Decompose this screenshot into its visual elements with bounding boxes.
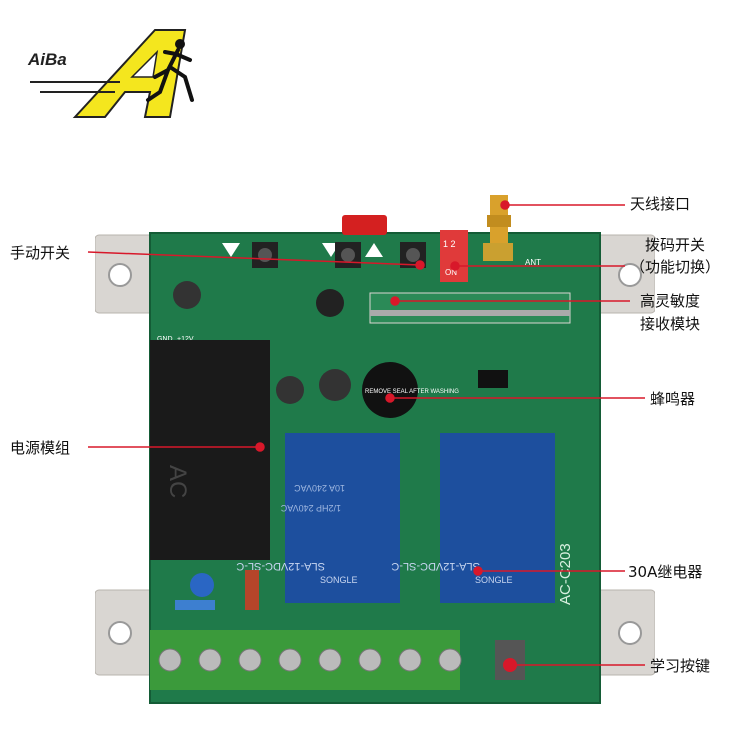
pcb-board-photo: 1 2 ON ANT REMOVE SEAL AFTER WASHING GND…: [95, 195, 655, 704]
relay-model-text-2: SLA-12VDC-SL-C: [391, 560, 480, 572]
terminal-block: [158, 648, 462, 672]
buzzer-text: REMOVE SEAL AFTER WASHING: [365, 389, 459, 395]
label-relay: 30A继电器: [628, 563, 703, 581]
relay-brand-text-2: SONGLE: [475, 575, 513, 585]
model-text: AC-C203: [557, 543, 574, 605]
label-learn-button: 学习按键: [650, 657, 711, 675]
relay-rating-text-1: 10A 240VAC: [294, 483, 345, 493]
gnd-text: GND: [157, 336, 173, 343]
logo-text: AiBa: [28, 50, 67, 69]
label-manual-switch: 手动开关: [10, 244, 71, 262]
label-buzzer: 蜂鸣器: [650, 390, 696, 408]
label-receiver-2: 接收模块: [640, 315, 701, 333]
logo-graphic: [30, 29, 194, 118]
dip-switch-text: 1 2: [443, 239, 456, 249]
v12-text: +12V: [177, 336, 194, 343]
ant-text: ANT: [525, 258, 541, 267]
dip-switch-on-text: ON: [445, 268, 457, 277]
power-module-text: AC: [164, 465, 191, 498]
relay-rating-text-2: 1/2HP 240VAC: [280, 503, 341, 513]
label-dip-switch-1: 拨码开关: [645, 236, 706, 254]
relay-model-text-1: SLA-12VDC-SL-C: [236, 560, 325, 572]
label-antenna-port: 天线接口: [630, 195, 691, 213]
brand-logo: AiBa: [20, 22, 200, 127]
label-receiver-1: 高灵敏度: [640, 292, 701, 310]
label-power-module: 电源模组: [10, 439, 71, 457]
label-dip-switch-2: （功能切换）: [630, 258, 721, 276]
relay-brand-text-1: SONGLE: [320, 575, 358, 585]
